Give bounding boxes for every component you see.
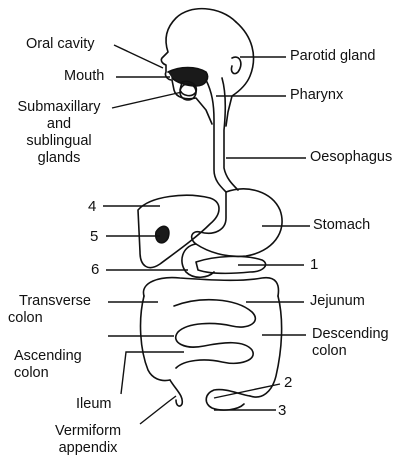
label-submaxillary-line4: glands	[6, 150, 112, 167]
ascending-colon	[141, 296, 170, 381]
ear	[231, 57, 240, 74]
label-transverse-colon: Transverse colon	[4, 293, 106, 327]
label-number-5: 5	[90, 228, 98, 245]
label-oesophagus: Oesophagus	[310, 149, 392, 166]
label-number-4: 4	[88, 198, 96, 215]
label-number-2: 2	[284, 374, 292, 391]
label-transverse-line1: Transverse	[4, 293, 106, 310]
label-ascending-line1: Ascending	[14, 348, 82, 365]
label-ascending-line2: colon	[14, 365, 82, 382]
label-submaxillary: Submaxillary and sublingual glands	[6, 99, 112, 167]
gall-bladder	[156, 226, 169, 242]
label-submaxillary-line1: Submaxillary	[6, 99, 112, 116]
leader-oral-cavity	[114, 45, 163, 68]
small-intestine	[174, 300, 255, 368]
transverse-colon	[143, 278, 278, 296]
label-vermiform-line1: Vermiform	[38, 423, 138, 440]
label-ascending-colon: Ascending colon	[14, 348, 82, 382]
oesophagus-tube	[222, 78, 238, 190]
label-number-6: 6	[91, 261, 99, 278]
label-pharynx: Pharynx	[290, 87, 343, 104]
label-jejunum: Jejunum	[310, 293, 365, 310]
label-ileum: Ileum	[76, 396, 111, 413]
label-submaxillary-line2: and	[6, 116, 112, 133]
label-stomach: Stomach	[313, 217, 370, 234]
label-transverse-line2: colon	[4, 310, 106, 327]
submaxillary-gland	[180, 84, 196, 100]
label-descending-line2: colon	[312, 343, 389, 360]
label-number-1: 1	[310, 256, 318, 273]
label-descending-colon: Descending colon	[312, 326, 389, 360]
label-submaxillary-line3: sublingual	[6, 133, 112, 150]
label-vermiform-line2: appendix	[38, 440, 138, 457]
label-parotid-gland: Parotid gland	[290, 48, 375, 65]
pharynx-tube	[206, 80, 226, 192]
head-back-outline	[226, 22, 254, 126]
label-mouth: Mouth	[64, 68, 104, 85]
leader-submaxillary	[112, 92, 182, 108]
label-descending-line1: Descending	[312, 326, 389, 343]
label-vermiform-appendix: Vermiform appendix	[38, 423, 138, 457]
descending-colon	[250, 296, 282, 397]
rectum	[206, 390, 250, 410]
leader-vermiform	[140, 396, 176, 424]
label-oral-cavity: Oral cavity	[26, 36, 95, 53]
appendix	[170, 380, 182, 406]
label-number-3: 3	[278, 402, 286, 419]
stomach	[192, 189, 282, 256]
